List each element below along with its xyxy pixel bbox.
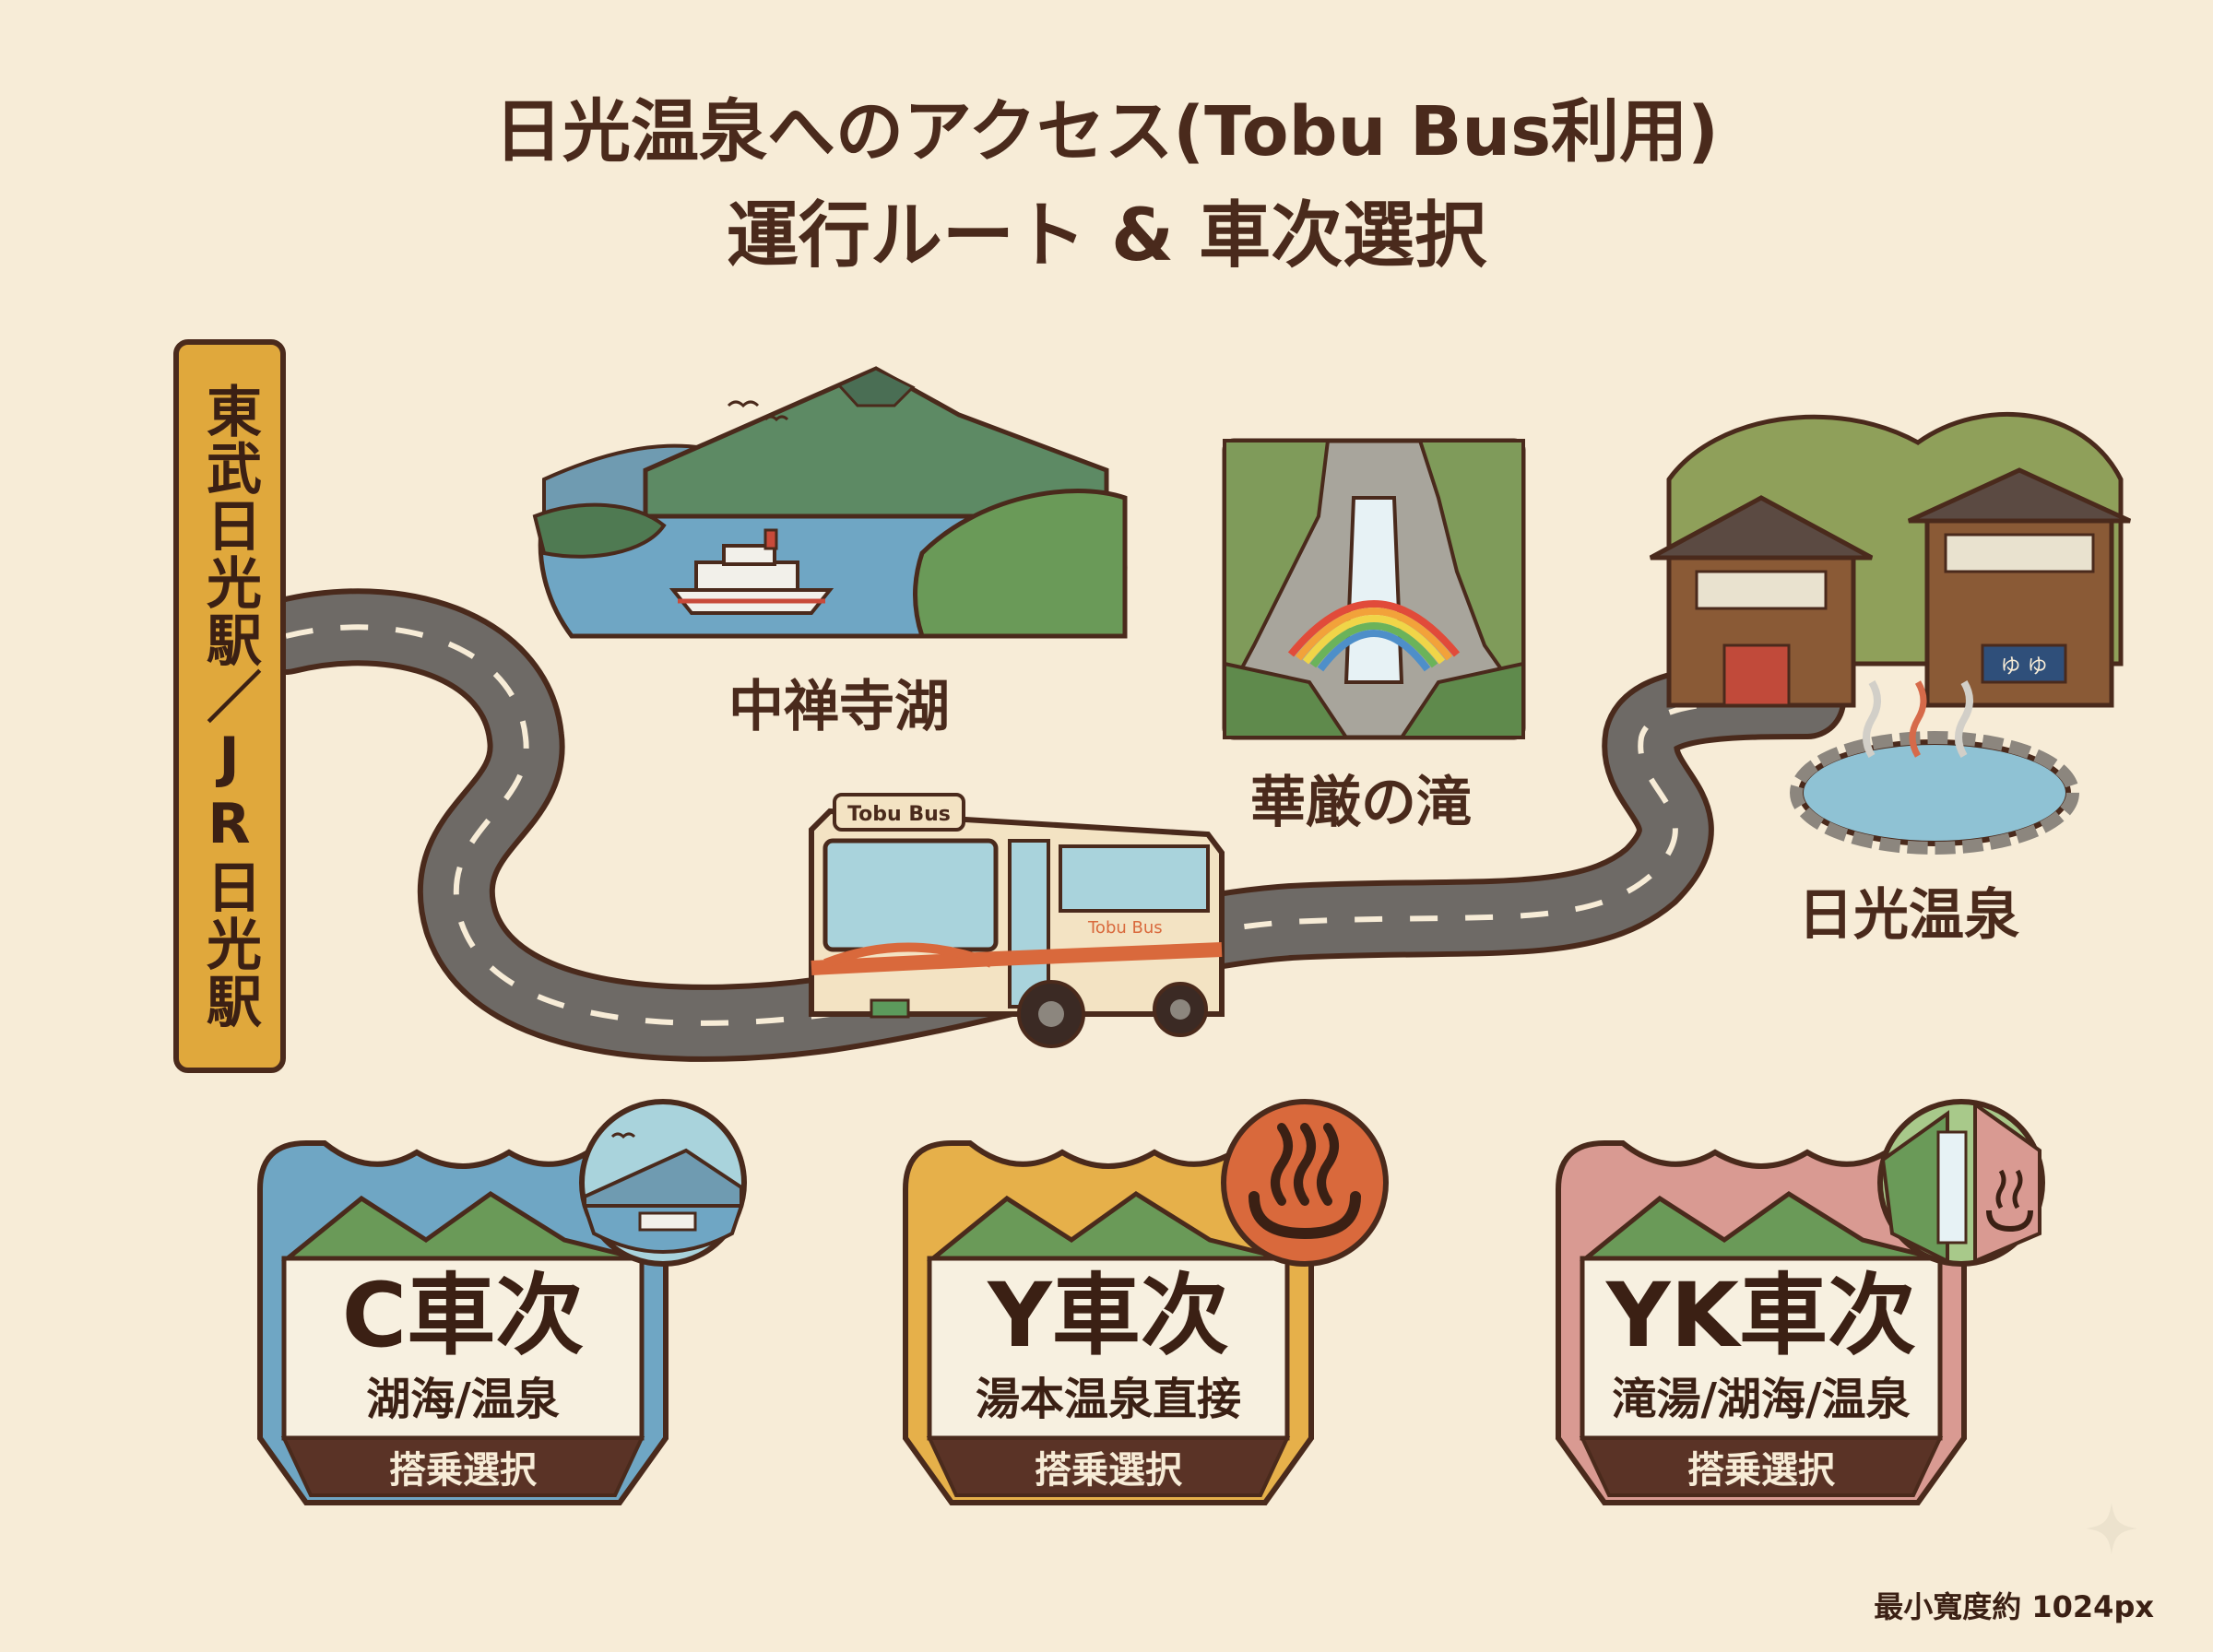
- board-select-button[interactable]: 搭乗選択: [1035, 1449, 1182, 1492]
- station-sign[interactable]: 東武日光駅／JR日光駅: [173, 339, 286, 1073]
- title-line-1: 日光温泉へのアクセス(Tobu Bus利用): [494, 92, 1719, 171]
- badge-frame: [1556, 1140, 1967, 1505]
- hot-spring-icon: [1221, 1099, 1389, 1267]
- board-select-button[interactable]: 搭乗選択: [389, 1449, 537, 1492]
- lake-chuzenji-illustration: [532, 366, 1133, 639]
- station-label: 東武日光駅／JR日光駅: [196, 383, 262, 1030]
- board-select-button[interactable]: 搭乗選択: [1687, 1449, 1835, 1492]
- route-desc: 滝湯/湖海/温泉: [1612, 1374, 1911, 1425]
- route-desc: 湖海/温泉: [366, 1374, 560, 1425]
- nikko-onsen-illustration: ゆ ゆ: [1649, 411, 2132, 855]
- route-card-yk[interactable]: YK車次 滝湯/湖海/温泉 搭乗選択: [1549, 1099, 2045, 1512]
- route-code: Y車次: [988, 1264, 1229, 1367]
- waterfall-onsen-icon: [1877, 1099, 2045, 1267]
- boat-icon: [669, 528, 834, 615]
- svg-text:Tobu Bus: Tobu Bus: [1087, 918, 1163, 938]
- route-card-c[interactable]: C車次 湖海/温泉 搭乗選択: [251, 1099, 747, 1512]
- badge-frame: [257, 1140, 669, 1505]
- svg-text:ゆ ゆ: ゆ ゆ: [2001, 655, 2048, 678]
- kegon-falls-illustration: [1222, 438, 1526, 740]
- route-card-y[interactable]: Y車次 湯本温泉直接 搭乗選択: [896, 1099, 1389, 1512]
- falls-label: 華厳の滝: [1250, 771, 1472, 835]
- route-code: C車次: [341, 1264, 585, 1367]
- sparkle-icon: [2086, 1503, 2137, 1554]
- title-line-2: 運行ルート & 車次選択: [726, 195, 1487, 277]
- lake-boat-icon: [579, 1099, 747, 1267]
- tobu-bus-illustration: Tobu Bus Tobu Bus: [809, 793, 1225, 1048]
- route-desc: 湯本温泉直接: [975, 1374, 1241, 1425]
- onsen-label: 日光温泉: [1798, 883, 2019, 948]
- badge-frame: [903, 1140, 1314, 1505]
- page-title: 日光温泉へのアクセス(Tobu Bus利用) 運行ルート & 車次選択: [0, 81, 2213, 289]
- svg-text:Tobu Bus: Tobu Bus: [847, 803, 951, 826]
- min-width-note: 最小寬度約 1024px: [1874, 1589, 2154, 1624]
- route-code: YK車次: [1606, 1264, 1916, 1367]
- lake-label: 中禅寺湖: [728, 675, 950, 739]
